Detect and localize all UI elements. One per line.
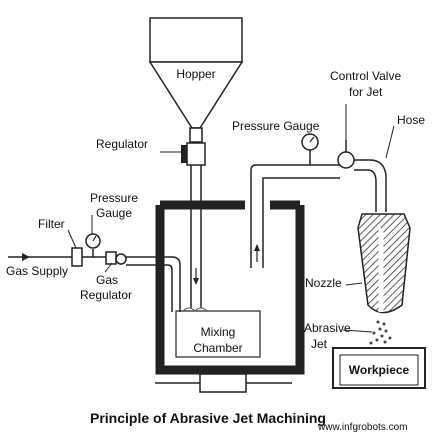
mixing-chamber (155, 200, 305, 375)
gas-inner-pipe (160, 256, 181, 312)
label-hose: Hose (397, 113, 425, 127)
abrasive-feed-pipe (190, 165, 202, 308)
label-filter: Filter (38, 217, 65, 231)
label-nozzle: Nozzle (305, 276, 342, 290)
label-control-valve-line1: Control Valve (330, 69, 401, 83)
outlet-pipe (250, 164, 340, 268)
diagram-title: Principle of Abrasive Jet Machining (90, 410, 326, 426)
pressure-gauge-left (85, 233, 101, 257)
regulator-valve (181, 142, 206, 166)
filter (71, 247, 106, 267)
label-workpiece: Workpiece (349, 363, 410, 377)
hopper (148, 17, 244, 143)
label-regulator: Regulator (96, 137, 148, 151)
label-abrasive-jet-line1: Abrasive (304, 321, 351, 335)
label-abrasive-jet-line2: Jet (311, 337, 328, 351)
gas-regulator (105, 251, 127, 265)
nozzle (357, 213, 411, 314)
abrasive-jet-spray (369, 320, 392, 345)
gas-supply-line (8, 253, 160, 266)
watermark: www.infgrobots.com (317, 422, 407, 433)
label-pressure-gauge-left-line2: Gauge (96, 206, 132, 220)
label-mixing-chamber-line2: Chamber (193, 341, 242, 355)
label-gas-regulator-line2: Regulator (80, 288, 132, 302)
label-gas-supply: Gas Supply (6, 264, 68, 278)
control-valve (337, 140, 355, 169)
label-hopper: Hopper (176, 67, 215, 81)
chamber-outlet (155, 373, 292, 393)
hose (354, 159, 387, 212)
label-control-valve-line2: for Jet (349, 85, 383, 99)
label-mixing-chamber-line1: Mixing (201, 325, 236, 339)
label-gas-regulator-line1: Gas (96, 273, 118, 287)
pressure-gauge-top (301, 133, 319, 165)
label-pressure-gauge-top: Pressure Gauge (232, 119, 320, 133)
workpiece (332, 347, 426, 389)
leader-lines (67, 104, 395, 333)
label-pressure-gauge-left-line1: Pressure (90, 191, 138, 205)
